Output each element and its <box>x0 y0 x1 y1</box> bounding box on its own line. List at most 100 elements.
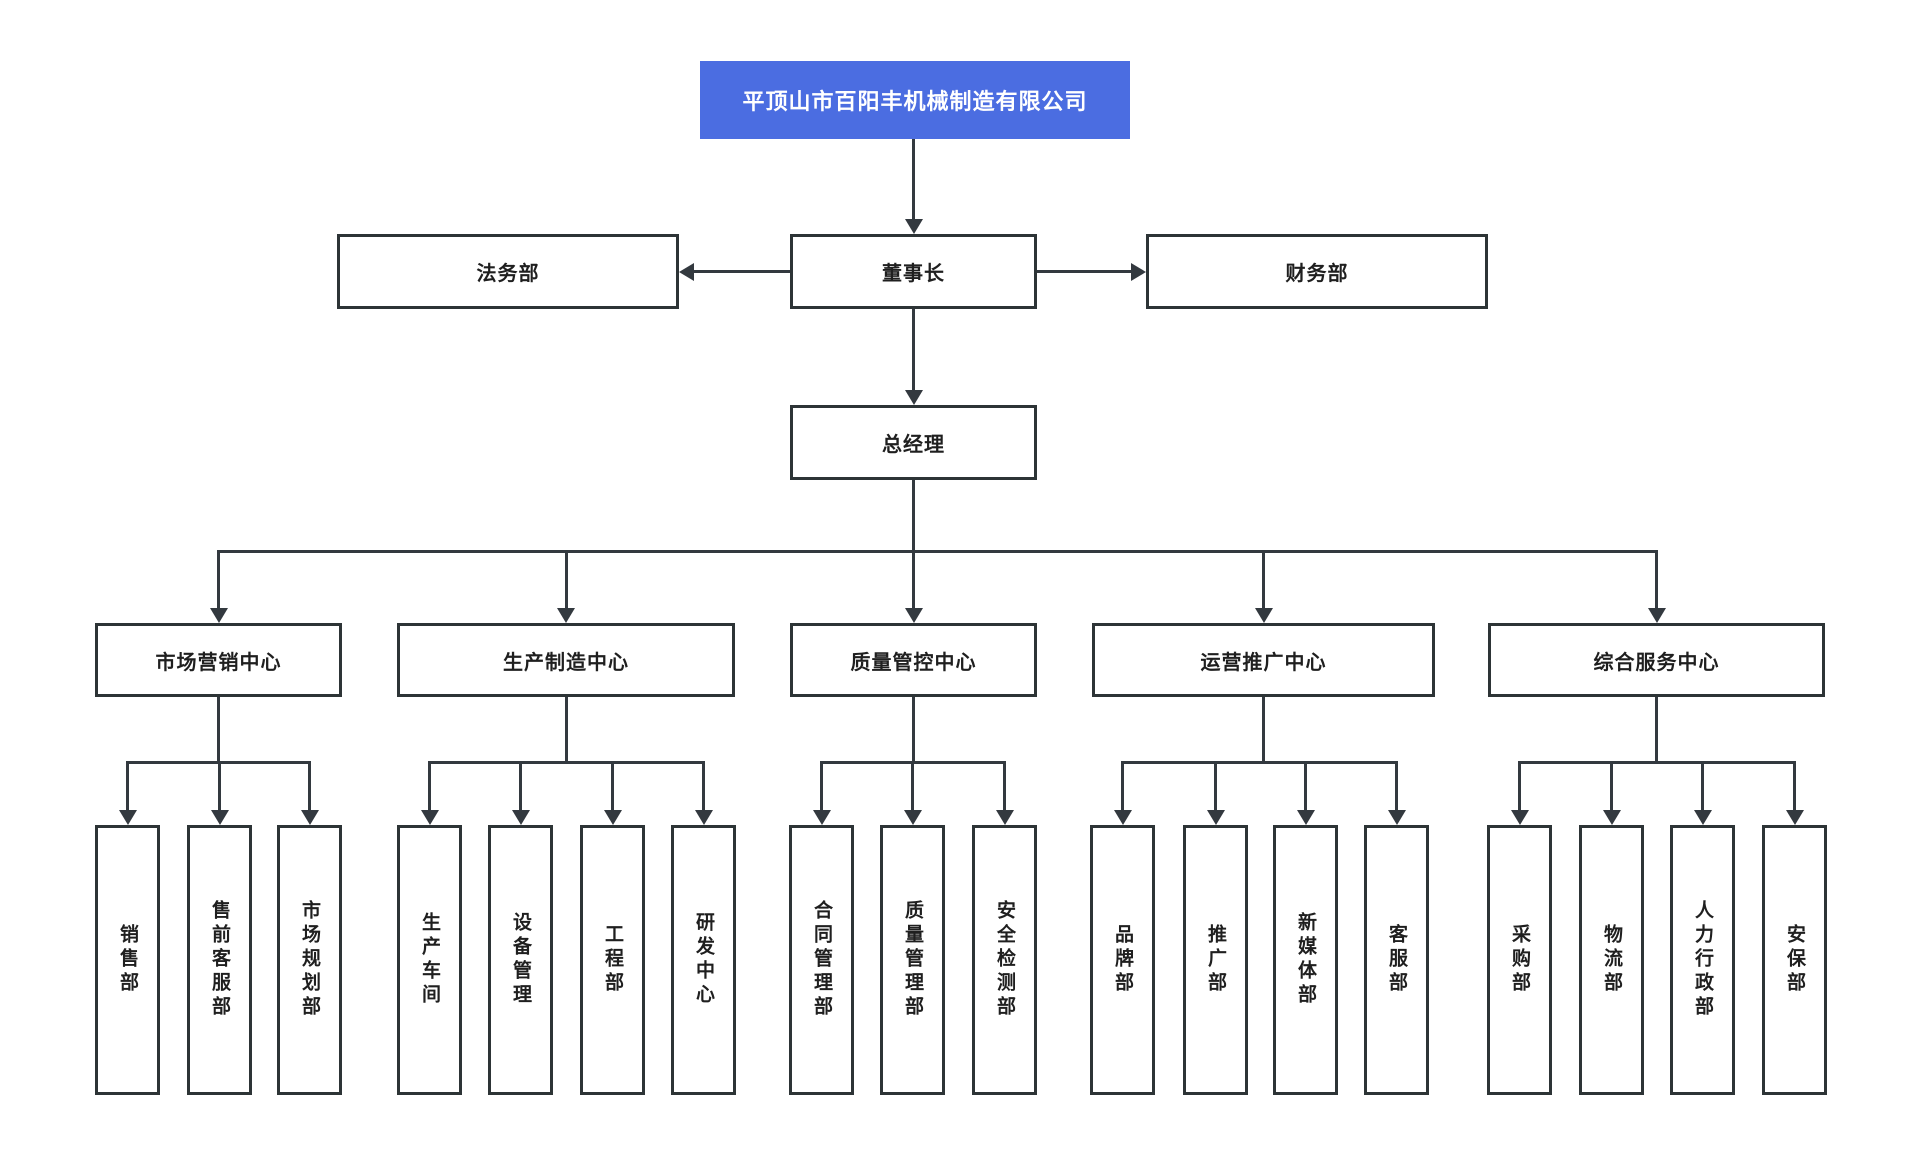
org-node-brand-label: 品牌部 <box>1112 924 1133 996</box>
org-node-contract-mgmt[interactable]: 合同管理部 <box>789 825 854 1095</box>
connector-line <box>912 139 915 219</box>
org-node-procurement-label: 采购部 <box>1509 924 1530 996</box>
arrowhead-down <box>209 608 228 623</box>
org-node-finance[interactable]: 财务部 <box>1146 234 1488 309</box>
connector-line <box>126 762 129 810</box>
arrowhead-down <box>511 810 530 825</box>
org-node-customer-service-label: 客服部 <box>1386 924 1407 996</box>
connector-line <box>1610 762 1613 810</box>
org-node-security[interactable]: 安保部 <box>1762 825 1827 1095</box>
org-node-production-workshop[interactable]: 生产车间 <box>397 825 462 1095</box>
arrowhead-down <box>1387 810 1406 825</box>
arrowhead-down <box>904 608 923 623</box>
org-node-services-center[interactable]: 综合服务中心 <box>1488 623 1825 697</box>
org-node-customer-service[interactable]: 客服部 <box>1364 825 1429 1095</box>
arrowhead-down <box>812 810 831 825</box>
connector-line <box>912 551 915 608</box>
org-node-brand[interactable]: 品牌部 <box>1090 825 1155 1095</box>
org-node-operations-center[interactable]: 运营推广中心 <box>1092 623 1435 697</box>
org-node-safety-inspection[interactable]: 安全检测部 <box>972 825 1037 1095</box>
connector-line <box>564 697 568 764</box>
arrowhead-left <box>679 262 694 281</box>
org-node-marketing-center-label: 市场营销中心 <box>155 651 282 674</box>
org-node-procurement[interactable]: 采购部 <box>1487 825 1552 1095</box>
org-node-chairman-label: 董事长 <box>882 263 945 285</box>
org-node-quality-mgmt[interactable]: 质量管理部 <box>880 825 945 1095</box>
org-node-market-planning[interactable]: 市场规划部 <box>277 825 342 1095</box>
arrowhead-down <box>118 810 137 825</box>
org-node-gm[interactable]: 总经理 <box>790 405 1037 480</box>
org-node-rd-center[interactable]: 研发中心 <box>671 825 736 1095</box>
arrowhead-down <box>1693 810 1712 825</box>
arrowhead-down <box>694 810 713 825</box>
connector-line <box>217 697 220 764</box>
org-node-marketing-center[interactable]: 市场营销中心 <box>95 623 342 697</box>
arrowhead-down <box>904 390 923 405</box>
org-node-equipment-mgmt[interactable]: 设备管理 <box>488 825 553 1095</box>
arrowhead-down <box>1647 608 1666 623</box>
connector-line <box>1262 697 1265 764</box>
arrowhead-down <box>210 810 229 825</box>
org-node-engineering-label: 工程部 <box>602 924 623 996</box>
arrowhead-down <box>1785 810 1804 825</box>
connector-line <box>820 762 823 810</box>
org-node-contract-mgmt-label: 合同管理部 <box>811 900 832 1020</box>
connector-line <box>1518 762 1521 810</box>
connector-line <box>217 551 220 608</box>
connector-line <box>308 762 311 810</box>
org-node-gm-label: 总经理 <box>882 434 945 456</box>
connector-line <box>519 762 522 810</box>
org-node-promotion-label: 推广部 <box>1205 924 1226 996</box>
org-node-market-planning-label: 市场规划部 <box>299 900 320 1020</box>
org-node-rd-center-label: 研发中心 <box>693 912 714 1008</box>
arrowhead-down <box>557 608 575 623</box>
connector-line <box>1793 762 1796 810</box>
connector-line <box>702 762 705 810</box>
connector-line <box>1003 762 1006 810</box>
org-node-company[interactable]: 平顶山市百阳丰机械制造有限公司 <box>700 61 1130 139</box>
org-node-legal[interactable]: 法务部 <box>337 234 679 309</box>
org-node-security-label: 安保部 <box>1784 924 1805 996</box>
org-node-logistics-label: 物流部 <box>1601 924 1622 996</box>
org-node-hr-admin[interactable]: 人力行政部 <box>1670 825 1735 1095</box>
org-node-production-workshop-label: 生产车间 <box>419 912 440 1008</box>
org-node-sales[interactable]: 销售部 <box>95 825 160 1095</box>
org-node-safety-inspection-label: 安全检测部 <box>994 900 1015 1020</box>
org-node-quality-center-label: 质量管控中心 <box>850 651 977 674</box>
arrowhead-right <box>1131 262 1146 281</box>
connector-line <box>1655 697 1658 764</box>
arrowhead-down <box>1206 810 1225 825</box>
org-node-promotion[interactable]: 推广部 <box>1183 825 1248 1095</box>
connector-line <box>217 550 1658 553</box>
connector-line <box>911 762 914 810</box>
arrowhead-down <box>903 810 922 825</box>
connector-line <box>912 309 915 390</box>
org-node-engineering[interactable]: 工程部 <box>580 825 645 1095</box>
org-node-services-center-label: 综合服务中心 <box>1593 651 1720 674</box>
arrowhead-down <box>1510 810 1529 825</box>
connector-line <box>1121 761 1398 764</box>
arrowhead-down <box>300 810 319 825</box>
org-node-presales-service[interactable]: 售前客服部 <box>187 825 252 1095</box>
connector-line <box>611 762 614 810</box>
arrowhead-down <box>995 810 1014 825</box>
arrowhead-down <box>603 810 622 825</box>
arrowhead-down <box>904 219 923 234</box>
org-node-legal-label: 法务部 <box>476 263 540 285</box>
org-node-operations-center-label: 运营推广中心 <box>1200 651 1327 674</box>
connector-line <box>1214 762 1217 810</box>
connector-line <box>428 762 431 810</box>
arrowhead-down <box>1602 810 1621 825</box>
org-node-chairman[interactable]: 董事长 <box>790 234 1037 309</box>
org-node-hr-admin-label: 人力行政部 <box>1692 900 1713 1020</box>
connector-line <box>1037 270 1131 273</box>
connector-line <box>912 480 915 553</box>
org-node-logistics[interactable]: 物流部 <box>1579 825 1644 1095</box>
org-node-quality-center[interactable]: 质量管控中心 <box>790 623 1037 697</box>
arrowhead-down <box>420 810 439 825</box>
org-node-production-center-label: 生产制造中心 <box>503 651 629 674</box>
org-node-production-center[interactable]: 生产制造中心 <box>397 623 735 697</box>
org-node-new-media[interactable]: 新媒体部 <box>1273 825 1338 1095</box>
org-node-equipment-mgmt-label: 设备管理 <box>510 912 531 1008</box>
arrowhead-down <box>1254 608 1273 623</box>
